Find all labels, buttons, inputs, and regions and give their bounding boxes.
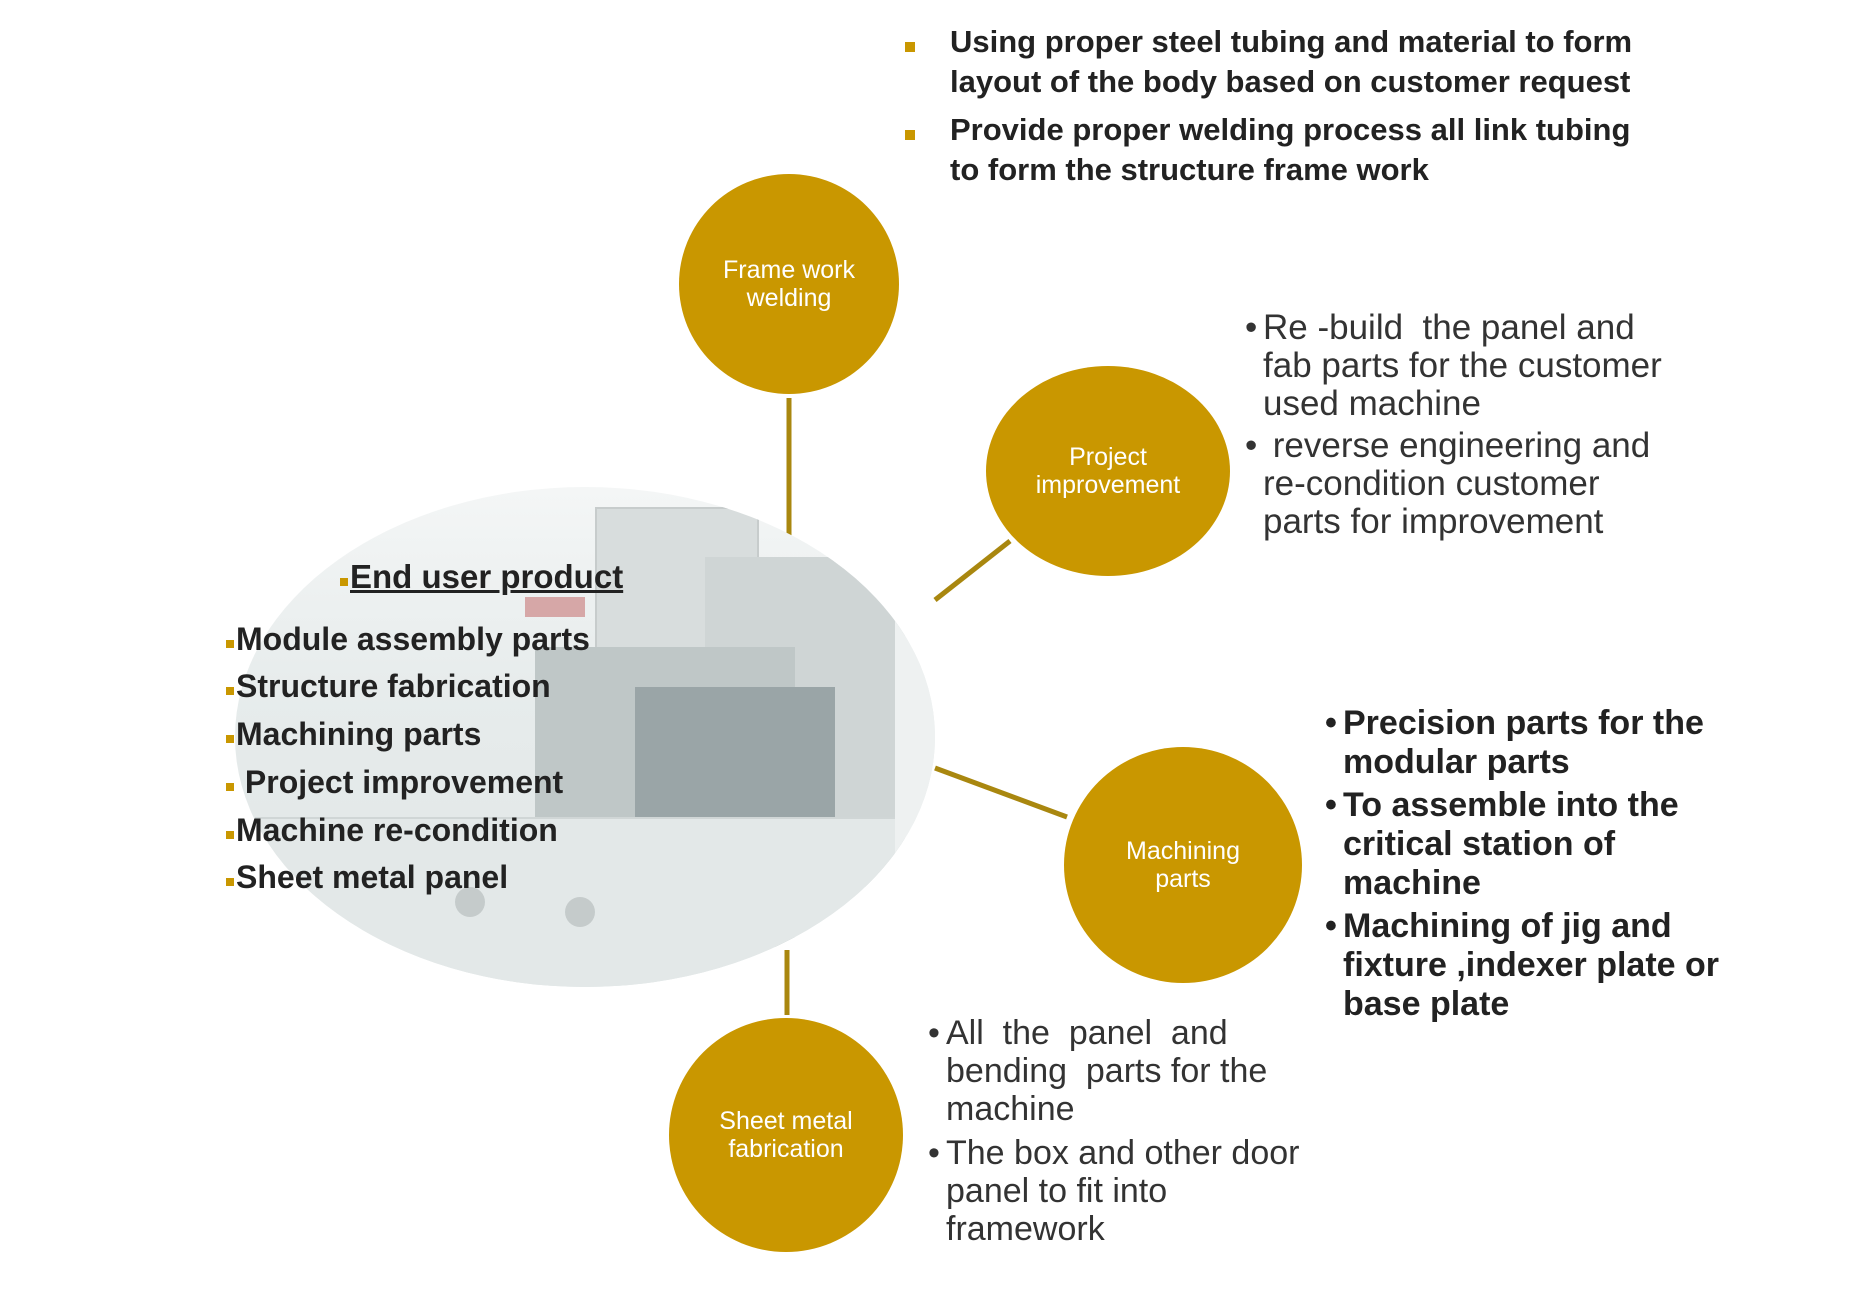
node-machining-parts: Machining parts <box>1064 747 1302 983</box>
machine-column <box>895 527 935 887</box>
list-item: reverse engineering and re-condition cus… <box>1245 427 1665 541</box>
hub-item-text: Machining parts <box>236 716 482 752</box>
hub-item: Machining parts <box>226 716 481 753</box>
hub-item-text: Sheet metal panel <box>236 859 509 895</box>
frame-work-bullets: Using proper steel tubing and material t… <box>904 22 1664 198</box>
node-label: Frame work welding <box>723 256 855 312</box>
bullet-square-icon <box>226 687 234 695</box>
list-item: All the panel and bending parts for the … <box>928 1014 1308 1128</box>
hub-item: Project improvement <box>226 764 563 801</box>
sheet-metal-bullets: All the panel and bending parts for the … <box>928 1014 1308 1254</box>
list-item: Precision parts for the modular parts <box>1325 704 1725 782</box>
hub-title: End user product <box>340 558 623 596</box>
node-label: Machining parts <box>1126 837 1240 893</box>
node-frame-work-welding: Frame work welding <box>679 174 899 394</box>
node-project-improvement: Project improvement <box>986 366 1230 576</box>
bullet-square-icon <box>226 878 234 886</box>
list-item: The box and other door panel to fit into… <box>928 1134 1308 1248</box>
node-label: Sheet metal fabrication <box>719 1107 853 1163</box>
hub-image-ellipse <box>235 487 935 987</box>
hub-item: Sheet metal panel <box>226 859 508 896</box>
vent-icon <box>455 887 485 917</box>
vent-icon <box>565 897 595 927</box>
bullet-square-icon <box>340 578 348 586</box>
list-item: Using proper steel tubing and material t… <box>904 22 1664 102</box>
bullet-square-icon <box>226 735 234 743</box>
list-item: To assemble into the critical station of… <box>1325 786 1725 903</box>
project-bullets: Re -build the panel and fab parts for th… <box>1245 309 1665 545</box>
hub-item-text: Machine re-condition <box>236 812 558 848</box>
bullet-square-icon <box>226 831 234 839</box>
connector-machining <box>934 765 1068 820</box>
bullet-square-icon <box>226 783 234 791</box>
hub-item: Structure fabrication <box>226 668 551 705</box>
list-item: Machining of jig and fixture ,indexer pl… <box>1325 907 1725 1024</box>
hub-item: Machine re-condition <box>226 812 558 849</box>
hub-item: Module assembly parts <box>226 621 590 658</box>
list-item: Provide proper welding process all link … <box>904 110 1664 190</box>
node-label: Project improvement <box>1035 443 1181 499</box>
hub-item-text: Structure fabrication <box>236 668 551 704</box>
node-sheet-metal-fabrication: Sheet metal fabrication <box>669 1018 903 1252</box>
hub-title-text: End user product <box>350 558 624 595</box>
machining-bullets: Precision parts for the modular parts To… <box>1325 704 1725 1028</box>
list-item: Re -build the panel and fab parts for th… <box>1245 309 1665 423</box>
connector-project <box>933 539 1012 602</box>
bullet-square-icon <box>226 640 234 648</box>
machine-indicator <box>525 597 585 617</box>
hub-item-text: Project improvement <box>236 764 564 800</box>
hub-item-text: Module assembly parts <box>236 621 590 657</box>
